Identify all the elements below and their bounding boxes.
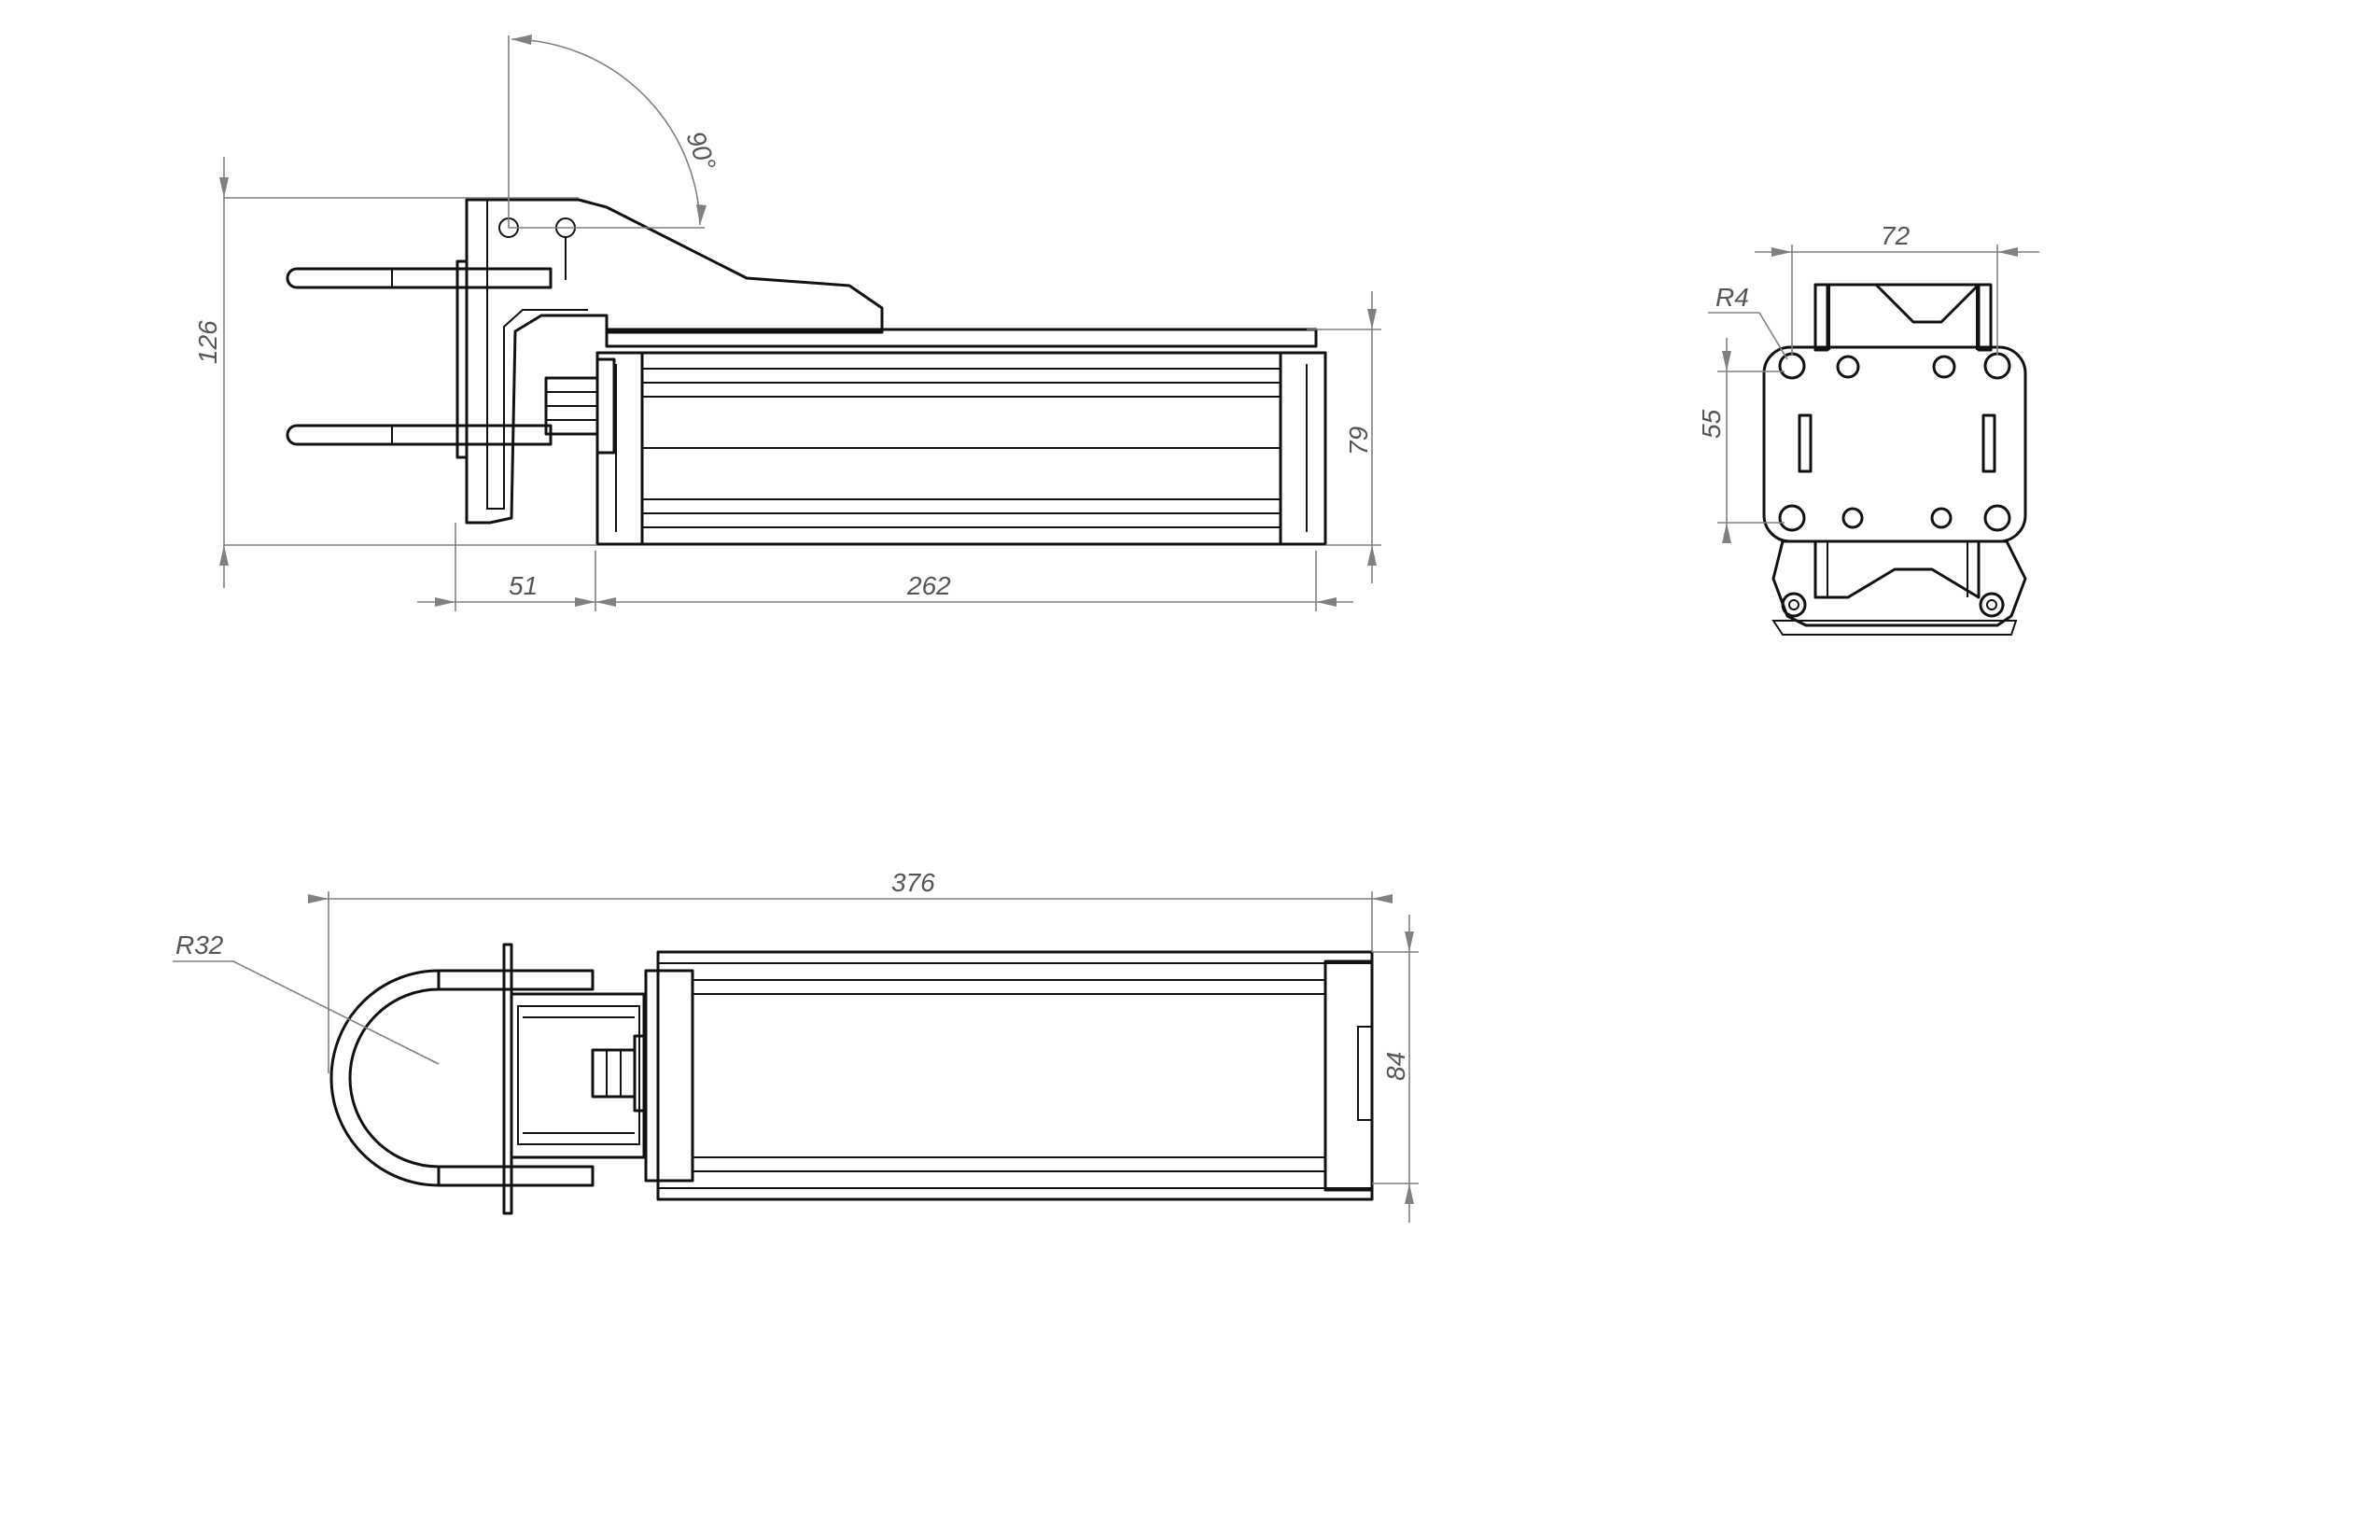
top-cable-gland: [591, 1034, 648, 1113]
luminaire-body-side: [595, 328, 1327, 546]
end-hole-spacing-label: 55: [1697, 409, 1726, 439]
end-plate: [1762, 345, 2027, 543]
top-view: 376 R32 84: [173, 868, 1419, 1223]
top-width-label: 84: [1381, 1052, 1410, 1081]
end-lower-frame: [1771, 539, 2027, 627]
angle-dimension: 90°: [508, 35, 721, 229]
end-hole-spacing-dimension: 55: [1697, 338, 1785, 543]
bracket-depth-label: 51: [509, 571, 538, 600]
length-dimensions-side: 51 262: [417, 523, 1353, 611]
height-dimension-126: 126: [193, 157, 597, 588]
top-radius-label: R32: [175, 931, 224, 959]
side-view: 90° 126 79 51 262: [193, 35, 1381, 611]
end-bracket: [1813, 283, 1993, 352]
total-length-label: 376: [891, 868, 935, 897]
end-radius-callout: R4: [1708, 283, 1788, 360]
luminaire-body-top: [644, 950, 1374, 1201]
top-length-dimension: 376: [308, 868, 1393, 1073]
body-height-label: 79: [1344, 427, 1373, 455]
end-view: 72 R4 55: [1697, 221, 2039, 636]
body-length-label: 262: [906, 571, 951, 600]
u-bolt-top: [329, 969, 441, 1187]
top-width-dimension: 84: [1372, 915, 1419, 1223]
top-mount-plate: [502, 943, 513, 1215]
u-bolt-rods: [286, 267, 553, 446]
height-dimension-79: 79: [1307, 291, 1381, 583]
top-bracket: [510, 992, 646, 1159]
cable-gland: [544, 357, 616, 455]
height-label: 126: [193, 320, 222, 364]
end-radius-label: R4: [1715, 283, 1749, 312]
angle-label: 90°: [680, 127, 721, 174]
end-plate-holes: [1778, 352, 2011, 532]
clamp-left: [1781, 592, 1807, 618]
top-radius-callout: R32: [173, 931, 440, 1065]
bracket-arm: [465, 198, 884, 525]
end-width-dimension: 72: [1755, 221, 2039, 355]
clamp-right: [1979, 592, 2005, 618]
end-width-label: 72: [1881, 221, 1911, 250]
